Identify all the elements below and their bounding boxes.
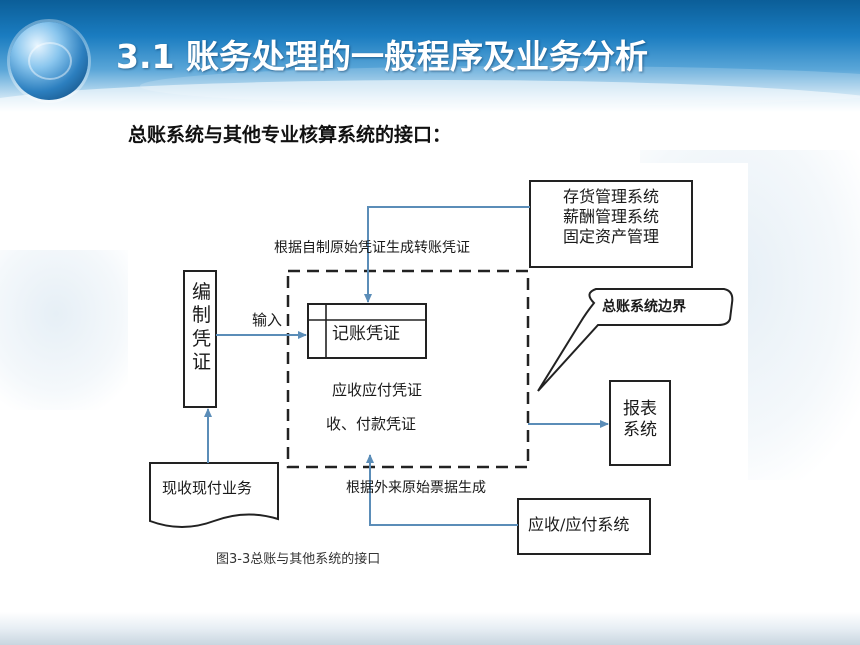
source-systems-box [529,180,693,268]
source-system-item: 固定资产管理 [562,227,659,246]
diagram-graphics [149,180,734,555]
record-voucher-label: 记账凭证 [332,324,400,344]
header-banner [0,0,860,112]
ar-ap-system-label: 应收/应付系统 [528,515,630,534]
source-system-item: 薪酬管理系统 [562,207,659,226]
report-system-line: 报表 [623,399,657,419]
ar-ap-system-box [517,498,651,555]
source-systems-label: 存货管理系统 薪酬管理系统 固定资产管理 [538,187,684,247]
source-system-item: 存货管理系统 [562,187,659,206]
header-wave-light [140,66,860,106]
arrow-arap-to-record [366,454,518,526]
cash-business-label: 现收现付业务 [162,479,253,497]
report-system-label: 报表 系统 [610,399,670,442]
compile-voucher-char: 凭 [192,327,212,350]
slide-title: 3.1 账务处理的一般程序及业务分析 [116,37,648,76]
compile-voucher-box [183,270,217,408]
record-voucher-box [307,303,427,359]
ar-ap-voucher-label: 应收应付凭证 [332,381,423,399]
cash-business-document [149,462,279,528]
report-system-box [609,380,671,466]
compile-voucher-char: 编 [192,281,212,303]
world-map-decoration-left [0,250,140,410]
globe-logo-icon [10,22,88,100]
compile-voucher-char: 制 [192,304,212,327]
compile-voucher-label: 编 制 凭 证 [192,281,211,374]
slide-subtitle: 总账系统与其他专业核算系统的接口： [128,124,452,146]
input-label: 输入 [252,311,283,329]
interface-diagram: 编 制 凭 证 输入 记账凭证 存货管理系统 薪酬管理系统 固定资产管理 根据自… [128,163,748,588]
receipt-payment-voucher-label: 收、付款凭证 [326,415,417,433]
external-source-label: 根据外来原始票据生成 [346,480,486,496]
figure-caption: 图3-3总账与其他系统的接口 [216,552,381,567]
compile-voucher-char: 证 [192,351,212,374]
general-ledger-boundary [286,269,530,469]
report-system-line: 系统 [623,420,657,441]
arrow-source-to-record [364,206,530,303]
self-made-voucher-label: 根据自制原始凭证生成转账凭证 [274,240,470,256]
boundary-callout-label: 总账系统边界 [602,299,686,315]
footer-band [0,612,860,645]
boundary-callout-shape [537,288,734,392]
